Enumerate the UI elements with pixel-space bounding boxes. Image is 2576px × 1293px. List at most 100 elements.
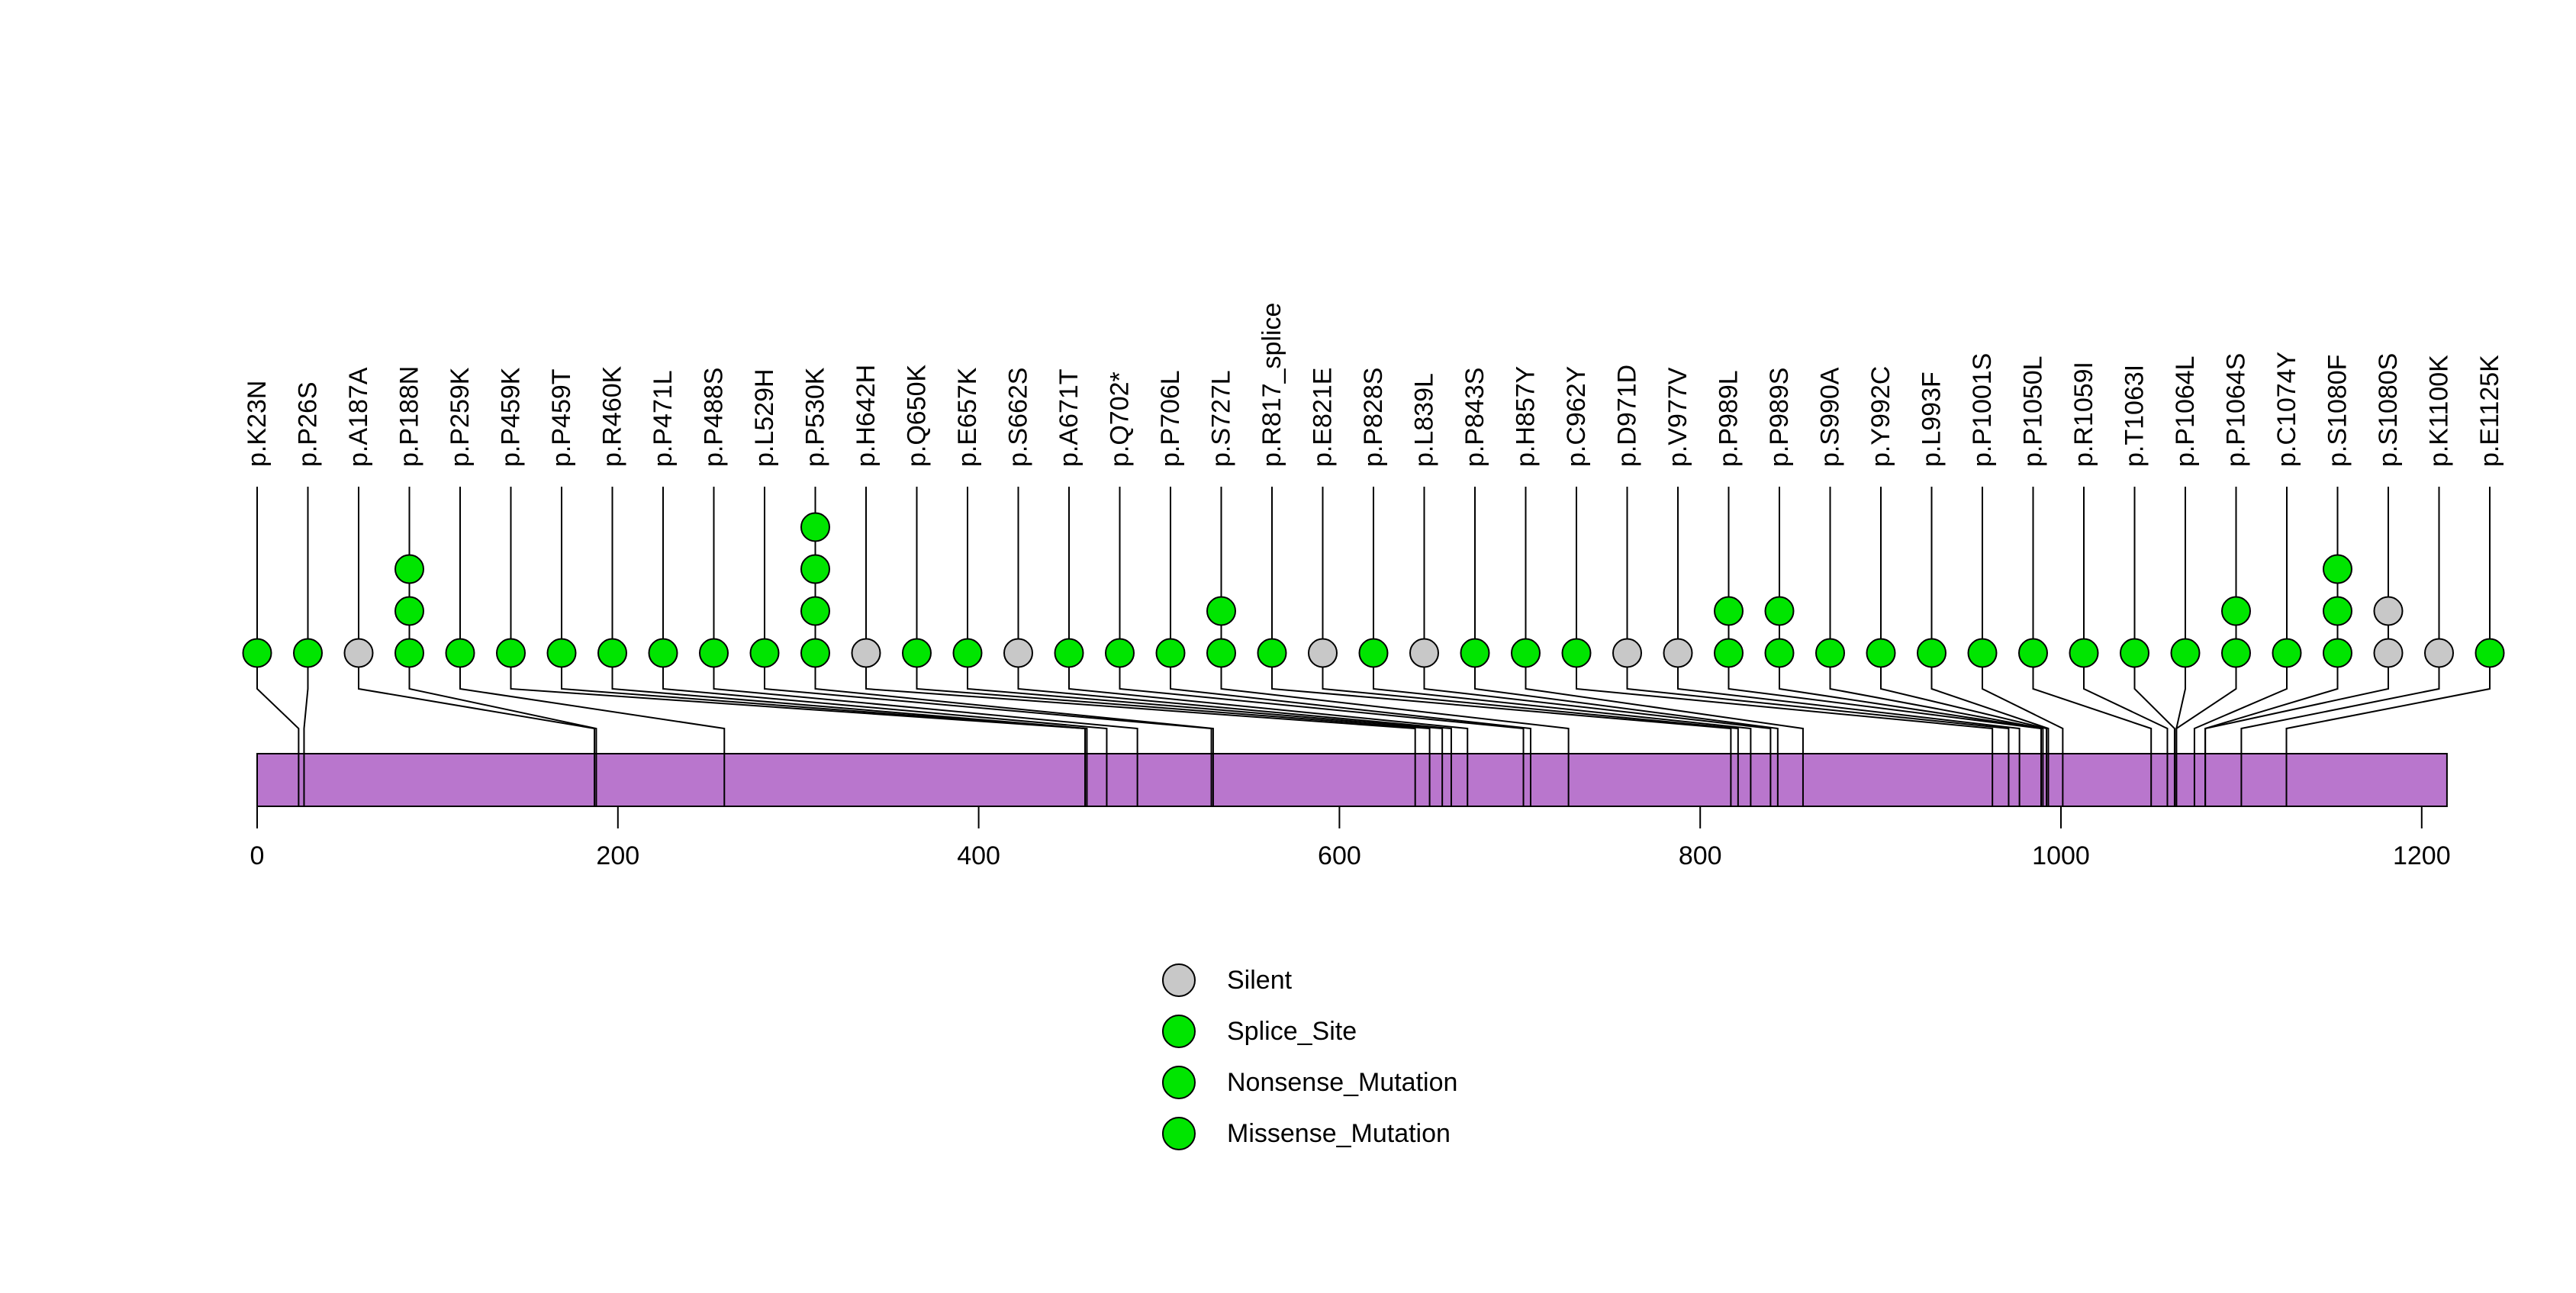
mutation-label: p.P1064S (2222, 353, 2251, 467)
mutation-label: p.R460K (598, 365, 627, 467)
legend-label: Silent (1227, 966, 1293, 995)
connector-line (2032, 487, 2153, 806)
mutation-circle-missense (242, 638, 272, 668)
legend-swatch (1162, 1066, 1196, 1099)
mutation-circle-missense (1967, 638, 1998, 668)
connector-line (1170, 487, 1531, 806)
legend-label: Splice_Site (1227, 1017, 1357, 1046)
mutation-label: p.P828S (1359, 368, 1388, 467)
protein-domain-bar (256, 753, 2448, 807)
mutation-circle-missense (1866, 638, 1896, 668)
mutation-circle-missense (2221, 638, 2251, 668)
mutation-label: p.A187A (344, 367, 373, 467)
mutation-circle-missense (800, 638, 830, 668)
connector-line (2083, 487, 2169, 806)
connector-line (1322, 487, 1739, 806)
mutation-circle-nonsense (1105, 638, 1135, 668)
connector-line (967, 487, 1444, 806)
mutation-label: p.P188N (395, 366, 424, 467)
connector-line (1525, 487, 1804, 806)
mutation-circle-missense (800, 596, 830, 626)
connector-line (764, 487, 1212, 806)
mutation-circle-missense (496, 638, 526, 668)
connector-line (1423, 487, 1772, 806)
mutation-circle-missense (1917, 638, 1946, 668)
mutation-circle-missense (1714, 638, 1744, 668)
connector-line (1677, 487, 2021, 806)
legend-label: Missense_Mutation (1227, 1119, 1451, 1148)
mutation-circle-missense (2272, 638, 2302, 668)
mutation-circle-missense (1815, 638, 1845, 668)
mutation-circle-silent (2373, 638, 2404, 668)
connector-line (916, 487, 1431, 806)
mutation-circle-silent (1308, 638, 1338, 668)
mutation-label: p.E1125K (2475, 355, 2504, 467)
axis-tick-label: 0 (250, 841, 265, 870)
mutation-label: p.P989L (1715, 370, 1744, 467)
axis-tick-label: 1000 (2032, 841, 2090, 870)
mutation-label: p.P471L (649, 370, 678, 467)
connector-line (561, 487, 1087, 806)
connector-line (1373, 487, 1752, 806)
mutation-label: p.K23N (243, 381, 272, 467)
connector-line (1119, 487, 1525, 806)
mutation-circle-missense (699, 638, 729, 668)
mutation-circle-missense (394, 638, 424, 668)
mutation-circle-missense (2221, 596, 2251, 626)
mutation-circle-missense (2323, 596, 2352, 626)
mutation-circle-silent (1003, 638, 1033, 668)
connector-line (1271, 487, 1732, 806)
mutation-label: p.E821E (1309, 368, 1338, 467)
mutation-label: p.P1050L (2019, 355, 2048, 467)
connector-line (1576, 487, 1994, 806)
mutation-label: p.C1074Y (2272, 352, 2301, 467)
connector-line (408, 487, 597, 806)
mutation-circle-missense (2120, 638, 2149, 668)
mutation-label: p.P1064L (2171, 355, 2200, 467)
mutation-label: p.S727L (1207, 370, 1236, 467)
mutation-label: p.K1100K (2425, 355, 2454, 467)
mutation-circle-missense (394, 554, 424, 584)
connector-line (358, 487, 596, 806)
mutation-circle-missense (648, 638, 678, 668)
mutation-circle-missense (2018, 638, 2048, 668)
mutation-label: p.T1063I (2120, 365, 2149, 467)
mutation-label: p.P26S (294, 381, 323, 467)
connector-line (2240, 487, 2440, 806)
mutation-label: p.Y992C (1866, 366, 1895, 467)
connector-line (1474, 487, 1779, 806)
mutation-circle-silent (2373, 596, 2404, 626)
connector-line (1626, 487, 2010, 806)
mutation-circle-missense (1460, 638, 1490, 668)
mutation-circle-silent (1409, 638, 1439, 668)
mutation-circle-missense (1561, 638, 1592, 668)
connector-line (1017, 487, 1452, 806)
mutation-circle-missense (1714, 596, 1744, 626)
connector-line (1880, 487, 2048, 806)
mutation-circle-missense (546, 638, 577, 668)
mutation-label: p.Q650K (903, 364, 932, 467)
connector-line (1779, 487, 2042, 806)
mutation-circle-missense (2323, 638, 2352, 668)
mutation-circle-silent (1663, 638, 1693, 668)
mutation-label: p.P488S (700, 368, 729, 467)
connector-line (2133, 487, 2175, 806)
mutation-circle-missense (293, 638, 323, 668)
mutation-label: p.S1080F (2323, 355, 2352, 467)
connector-line (256, 487, 300, 806)
axis-tick-label: 800 (1679, 841, 1722, 870)
mutation-label: p.P530K (801, 367, 830, 467)
mutation-label: p.S990A (1816, 367, 1845, 467)
mutation-label: p.P706L (1156, 370, 1185, 467)
axis-tick-label: 1200 (2393, 841, 2451, 870)
connector-line (1220, 487, 1570, 806)
mutation-circle-missense (800, 554, 830, 584)
axis-tick-label: 400 (957, 841, 1000, 870)
mutation-circle-missense (1358, 638, 1389, 668)
mutation-circle-missense (2475, 638, 2505, 668)
mutation-label: p.D971D (1613, 365, 1642, 467)
mutation-circle-missense (1764, 596, 1795, 626)
mutation-label: p.L529H (750, 368, 779, 467)
